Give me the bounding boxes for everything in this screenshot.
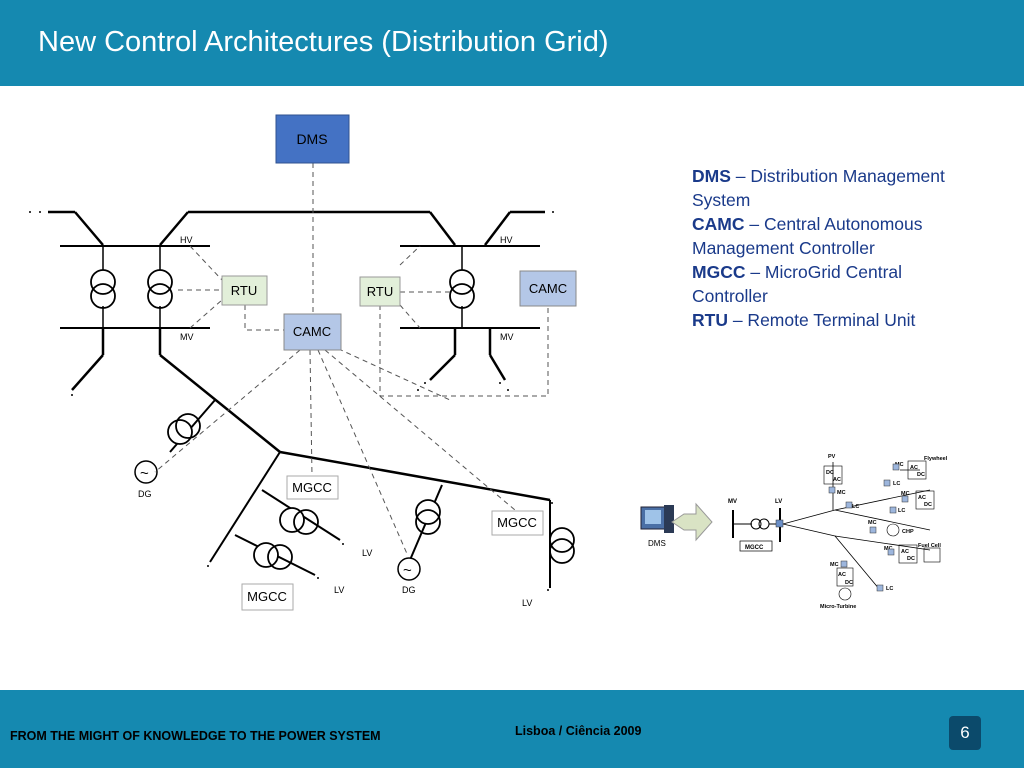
svg-text:LC: LC <box>893 481 900 487</box>
svg-text:MGCC: MGCC <box>745 545 764 551</box>
mgcc-box <box>286 475 339 500</box>
lv-label: LV <box>522 598 532 608</box>
busbar <box>484 211 511 246</box>
svg-text:DC: DC <box>924 502 932 508</box>
mv-label: MV <box>500 332 514 342</box>
svg-text:MC: MC <box>868 520 877 526</box>
svg-text:DC: DC <box>826 470 834 476</box>
legend-item: MGCC – MicroGrid Central Controller <box>692 262 903 306</box>
svg-text:AC: AC <box>838 572 846 578</box>
svg-text:AC: AC <box>901 549 909 555</box>
svg-text:MC: MC <box>895 462 904 468</box>
inset-dms-label: DMS <box>648 539 666 548</box>
generator-symbol: ~ <box>403 562 412 579</box>
svg-text:AC: AC <box>910 465 918 471</box>
svg-text:AC: AC <box>833 477 841 483</box>
svg-text:PV: PV <box>828 454 836 460</box>
lv-label: LV <box>334 585 344 595</box>
transformer <box>90 269 116 295</box>
legend-item: CAMC – Central Autonomous Management Con… <box>692 214 923 258</box>
mgcc-box <box>241 583 294 611</box>
svg-text:Flywheel: Flywheel <box>924 456 948 462</box>
generator-icon <box>397 557 421 581</box>
footer-tagline: FROM THE MIGHT OF KNOWLEDGE TO THE POWER… <box>10 729 381 743</box>
svg-text:LC: LC <box>852 504 859 510</box>
legend-item: RTU – Remote Terminal Unit <box>692 310 916 330</box>
transformer <box>415 499 441 525</box>
lv-label: LV <box>362 548 372 558</box>
rtu-left-label: RTU <box>231 283 257 298</box>
arrow-icon <box>671 502 713 542</box>
slide-title: New Control Architectures (Distribution … <box>38 26 609 58</box>
svg-text:AC: AC <box>918 495 926 501</box>
mgcc-label: MGCC <box>292 480 332 495</box>
svg-text:LC: LC <box>886 586 893 592</box>
inset-mgcc-box <box>739 540 773 552</box>
footer-bar: FROM THE MIGHT OF KNOWLEDGE TO THE POWER… <box>0 690 1024 768</box>
svg-text:MC: MC <box>830 562 839 568</box>
busbar <box>159 211 189 246</box>
transformer <box>147 269 173 295</box>
mv-label: MV <box>180 332 194 342</box>
transformer <box>449 269 475 295</box>
mgcc-box <box>491 510 544 536</box>
busbar <box>429 211 456 246</box>
mgcc-label: MGCC <box>247 589 287 604</box>
svg-text:CHP: CHP <box>902 529 914 535</box>
svg-text:MV: MV <box>728 499 737 505</box>
svg-text:LV: LV <box>775 499 782 505</box>
svg-text:DC: DC <box>845 580 853 586</box>
rtu-right-label: RTU <box>367 284 393 299</box>
hv-label: HV <box>180 235 193 245</box>
svg-text:MC: MC <box>901 491 910 497</box>
camc-center-box <box>283 313 342 351</box>
svg-text:DC: DC <box>917 472 925 478</box>
dms-box <box>275 114 350 164</box>
page-number: 6 <box>949 716 981 750</box>
transformer <box>549 527 575 553</box>
transformer <box>167 419 193 445</box>
generator-icon <box>134 460 158 484</box>
header-bar: New Control Architectures (Distribution … <box>0 0 1024 86</box>
microgrid-inset: DMS MV LV MGCC PV Flywheel CHP Fuel Cell… <box>640 454 948 610</box>
dg-label: DG <box>138 489 152 499</box>
legend: DMS – Distribution Management System CAM… <box>692 164 982 332</box>
svg-text:Fuel Cell: Fuel Cell <box>918 543 941 549</box>
hv-label: HV <box>500 235 513 245</box>
camc-right-label: CAMC <box>529 281 567 296</box>
svg-text:LC: LC <box>898 508 905 514</box>
busbar <box>74 211 104 246</box>
dg-label: DG <box>402 585 416 595</box>
dms-label: DMS <box>296 131 327 147</box>
svg-text:Micro-Turbine: Micro-Turbine <box>820 604 856 610</box>
svg-text:DC: DC <box>907 556 915 562</box>
camc-center-label: CAMC <box>293 324 331 339</box>
generator-symbol: ~ <box>140 465 149 482</box>
camc-right-box <box>519 270 577 307</box>
legend-item: DMS – Distribution Management System <box>692 166 945 210</box>
svg-text:MC: MC <box>837 490 846 496</box>
rtu-left-box <box>221 275 268 306</box>
mgcc-label: MGCC <box>497 515 537 530</box>
rtu-right-box <box>359 276 401 307</box>
footer-location: Lisboa / Ciência 2009 <box>515 724 642 738</box>
